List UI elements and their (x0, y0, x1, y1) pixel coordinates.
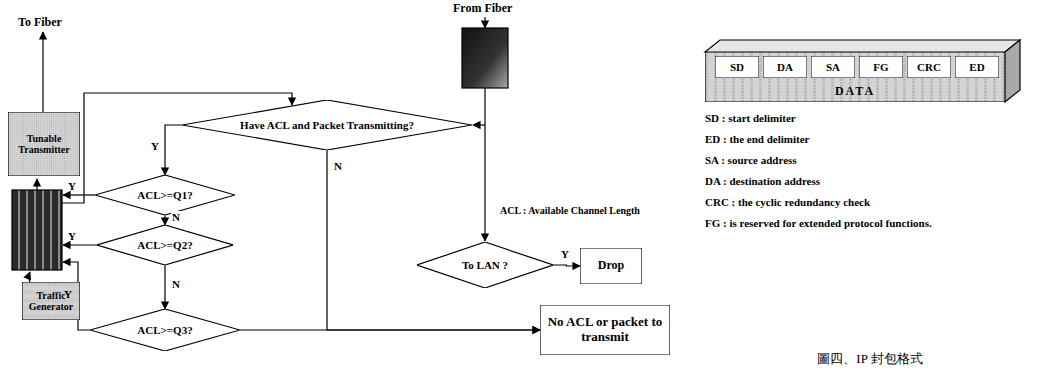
fiber-label: To Fiber (18, 16, 62, 30)
node-text: ACL>=Q3? (137, 324, 192, 337)
branch-label: Y (68, 230, 76, 243)
edge-label: Y (150, 140, 160, 153)
node-text: Have ACL and Packet Transmitting? (240, 119, 414, 132)
node-text: Drop (598, 259, 624, 273)
edge-label: N (171, 211, 181, 224)
fiber-label: From Fiber (453, 2, 512, 16)
flow-arrow (240, 329, 540, 330)
field-definition: SA : source address (705, 154, 797, 167)
packet-field: SD (715, 56, 759, 78)
field-definition: SD : start delimiter (705, 112, 796, 125)
decision-diamond: ACL>=Q2? (97, 225, 233, 265)
node-text: CRC (917, 61, 941, 74)
packet-band: DATA SD DA SA FG CRC ED (705, 52, 1005, 102)
node-text: ACL>=Q2? (137, 239, 192, 252)
node-text: FG (873, 61, 888, 74)
node-text: ED (969, 61, 984, 74)
edge-label: Y (560, 248, 570, 261)
flow-arrow (165, 125, 182, 175)
node-text: To LAN ? (462, 259, 508, 272)
traffic-generator-box: Traffic Generator (22, 282, 80, 320)
packet-field: ED (955, 56, 999, 78)
flow-arrow (327, 150, 540, 330)
node-text: DATA (835, 85, 875, 99)
node-text: ACL>=Q1? (137, 189, 192, 202)
decision-diamond: ACL>=Q1? (95, 175, 235, 215)
process-box: Drop (580, 248, 642, 284)
branch-label: Y (68, 180, 76, 193)
packet-field: CRC (907, 56, 951, 78)
node-text: SA (826, 61, 840, 74)
figure-caption: 圖四、IP 封包格式 (817, 352, 922, 367)
flow-arrow (164, 265, 165, 309)
flow-arrow (553, 265, 580, 266)
abbreviation-note: ACL : Available Channel Length (500, 205, 640, 217)
packet-field: FG (859, 56, 903, 78)
field-definition: CRC : the cyclic redundancy check (705, 196, 870, 209)
process-box: No ACL or packet to transmit (540, 305, 670, 355)
field-definition: DA : destination address (705, 175, 820, 188)
field-definition: ED : the end delimiter (705, 133, 809, 146)
decision-diamond: ACL>=Q3? (90, 309, 240, 351)
node-text: SD (730, 61, 744, 74)
node-text: Tunable Transmitter (11, 133, 77, 156)
decision-diamond: To LAN ? (417, 242, 553, 288)
field-definition: FG : is reserved for extended protocol f… (705, 217, 932, 230)
node-text: No ACL or packet to transmit (543, 315, 667, 345)
packet-field: SA (811, 56, 855, 78)
transmitter-box: Tunable Transmitter (8, 112, 80, 176)
packet-field: DA (763, 56, 807, 78)
edge-label: N (171, 278, 181, 291)
branch-label: Y (64, 288, 72, 301)
edge-label: N (333, 160, 343, 173)
decision-diamond: Have ACL and Packet Transmitting? (182, 100, 472, 150)
flow-arrow (164, 215, 165, 225)
node-text: DA (777, 61, 793, 74)
